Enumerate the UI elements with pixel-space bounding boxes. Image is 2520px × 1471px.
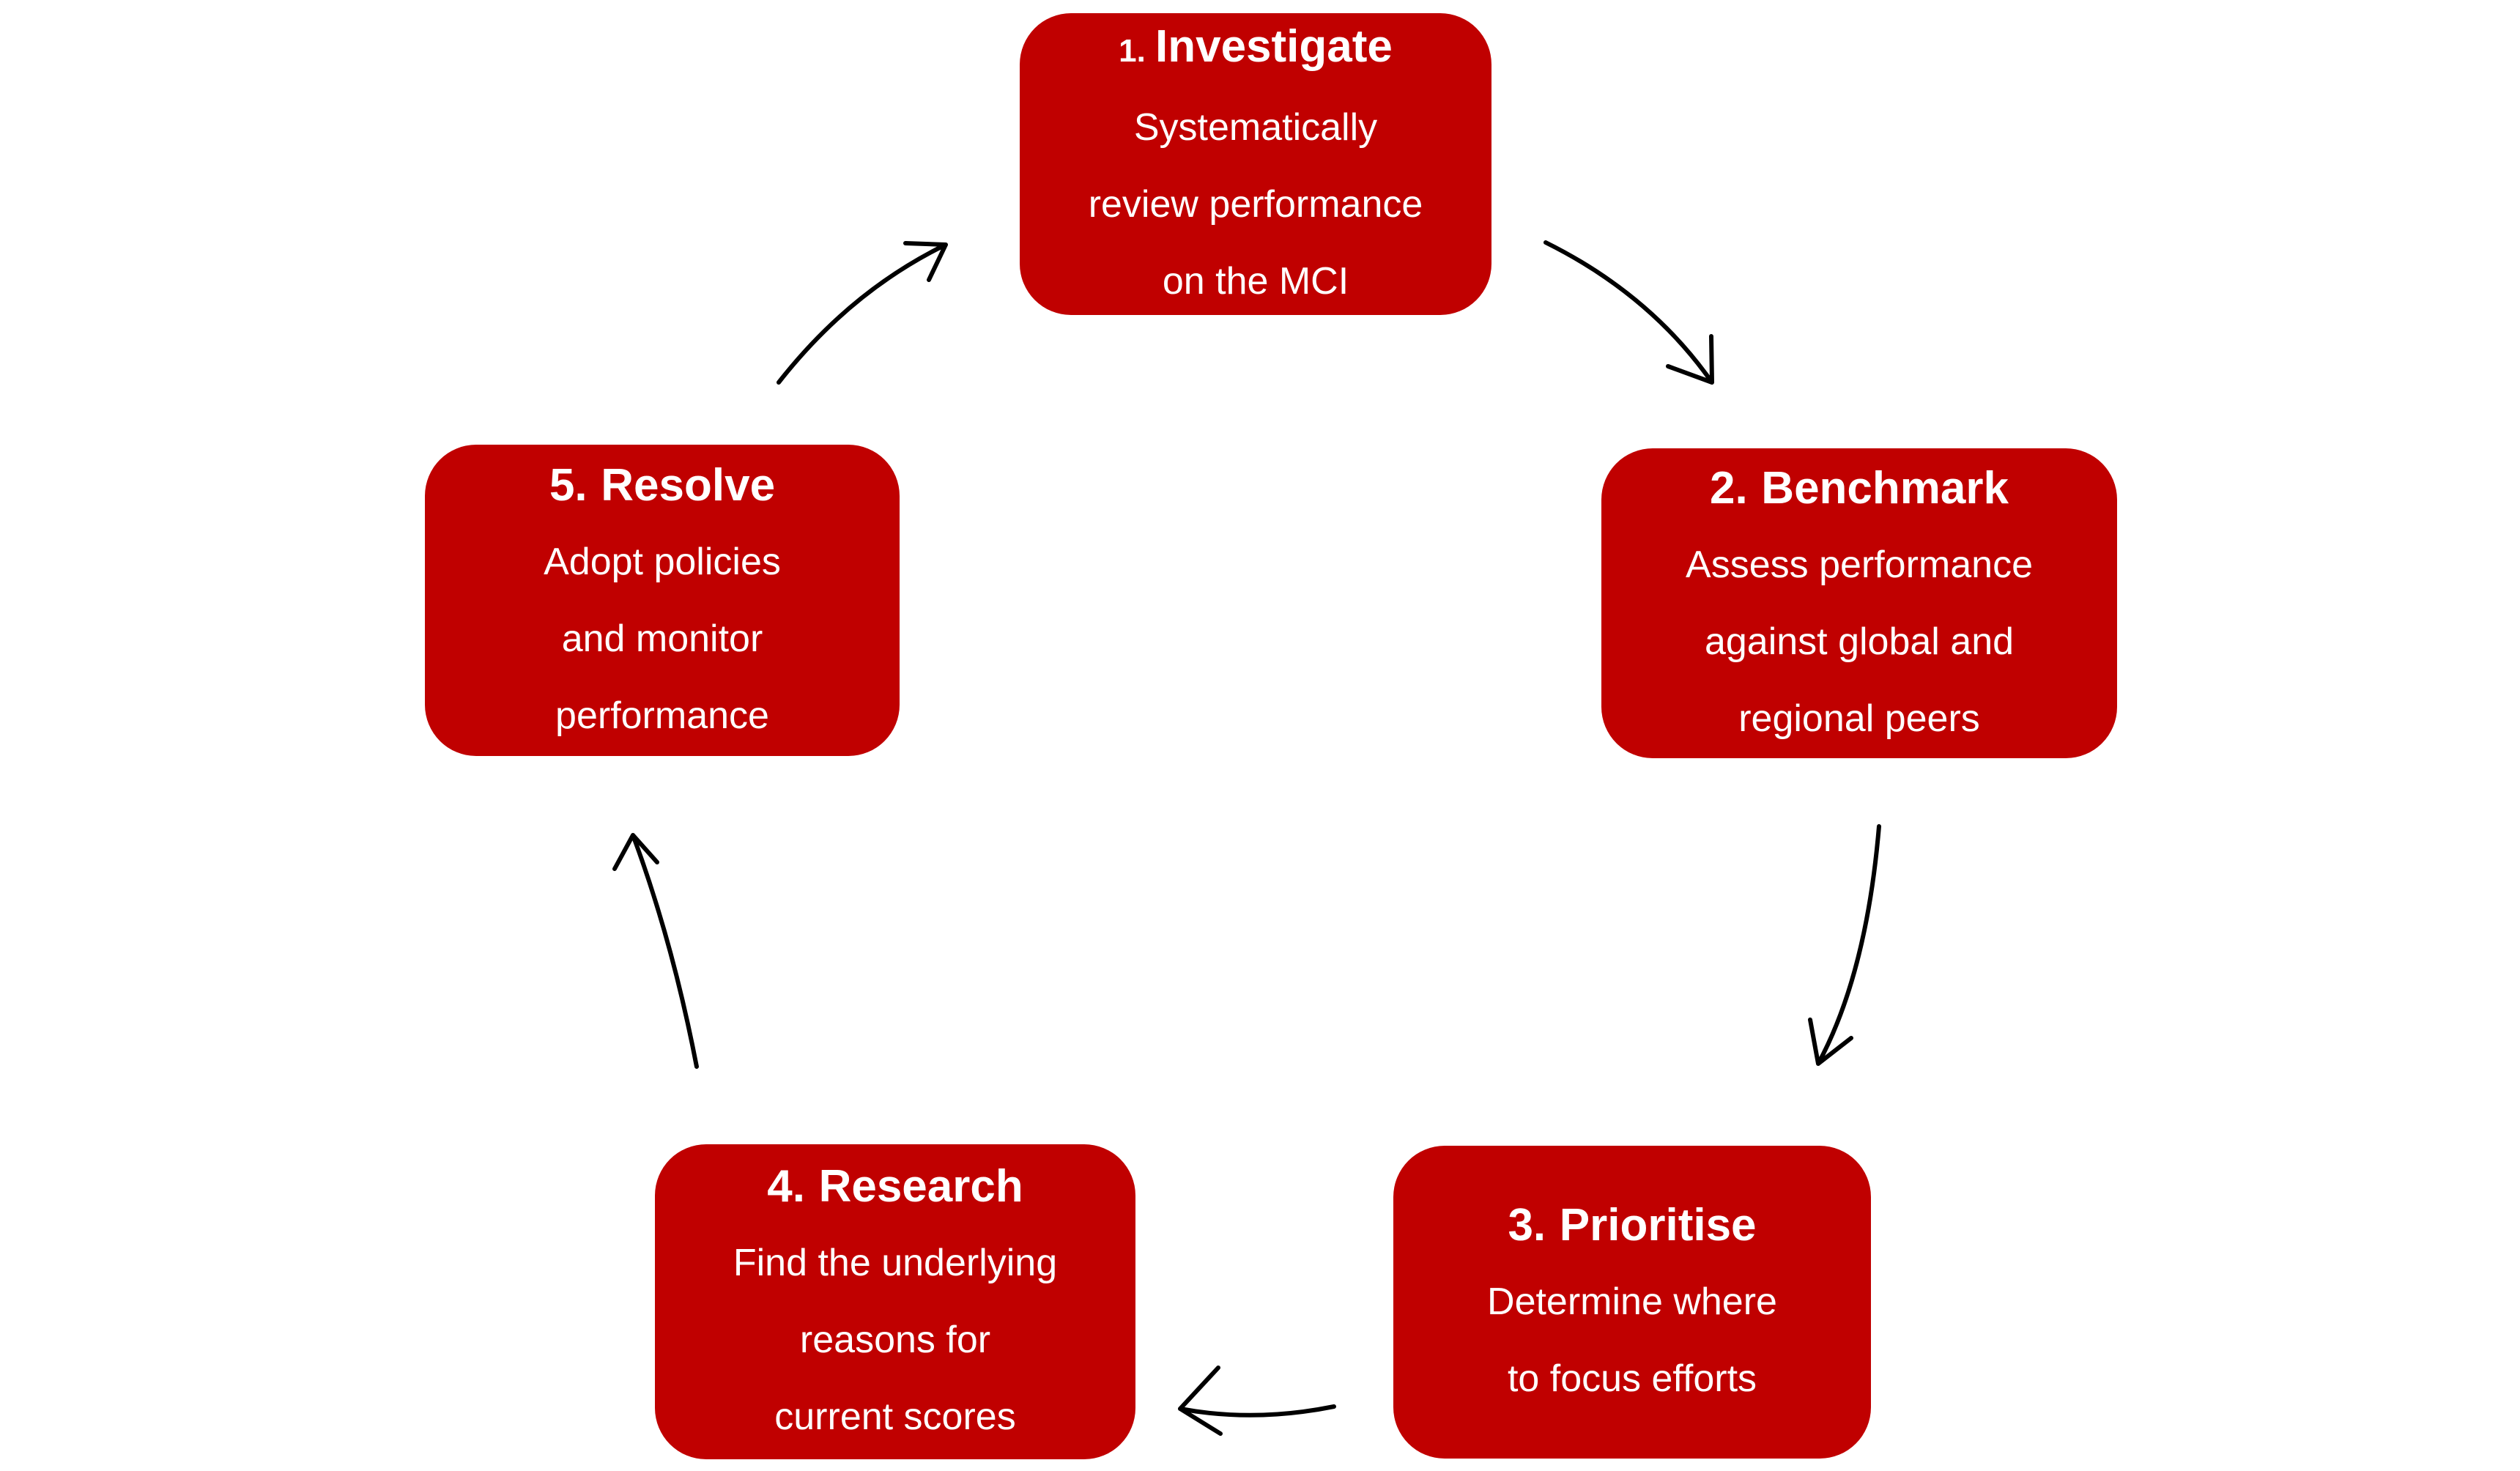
step-1-investigate: 1.Investigate Systematically review perf…	[1020, 13, 1491, 315]
step-5-description: Adopt policies and monitor performance	[544, 540, 781, 737]
step-5-resolve: 5.Resolve Adopt policies and monitor per…	[425, 445, 900, 756]
step-2-benchmark: 2.Benchmark Assess performance against g…	[1601, 448, 2117, 758]
step-2-number: 2.	[1709, 462, 1748, 514]
step-2-name: Benchmark	[1761, 462, 2009, 514]
step-2-title: 2.Benchmark	[1710, 450, 2009, 527]
step-1-description: Systematically review performance on the…	[1088, 106, 1423, 303]
step-1-title: 1.Investigate	[1119, 8, 1393, 89]
step-5-name: Resolve	[601, 459, 776, 511]
step-3-description: Determine where to focus efforts	[1487, 1281, 1777, 1400]
arrow-investigate-to-benchmark	[1544, 240, 1714, 385]
step-5-title: 5.Resolve	[549, 447, 775, 524]
arrow-research-to-resolve	[612, 833, 699, 1069]
step-4-name: Research	[818, 1161, 1023, 1212]
step-4-research: 4. Research Find the underlying reasons f…	[655, 1144, 1135, 1459]
step-2-description: Assess performance against global and re…	[1686, 543, 2033, 740]
step-4-number: 4.	[767, 1161, 805, 1212]
step-3-title: 3. Prioritise	[1508, 1187, 1756, 1264]
step-5-number: 5.	[549, 459, 588, 511]
arrow-resolve-to-investigate	[777, 241, 948, 385]
step-4-description: Find the underlying reasons for current …	[733, 1242, 1058, 1438]
step-3-number: 3.	[1508, 1200, 1546, 1250]
step-1-number: 1.	[1119, 33, 1146, 69]
step-3-prioritise: 3. Prioritise Determine where to focus ef…	[1393, 1146, 1871, 1459]
step-1-name: Investigate	[1155, 21, 1393, 72]
arrow-benchmark-to-prioritise	[1808, 824, 1881, 1066]
step-3-name: Prioritise	[1559, 1200, 1757, 1250]
step-4-title: 4. Research	[767, 1148, 1023, 1225]
arrow-prioritise-to-research	[1178, 1366, 1336, 1436]
